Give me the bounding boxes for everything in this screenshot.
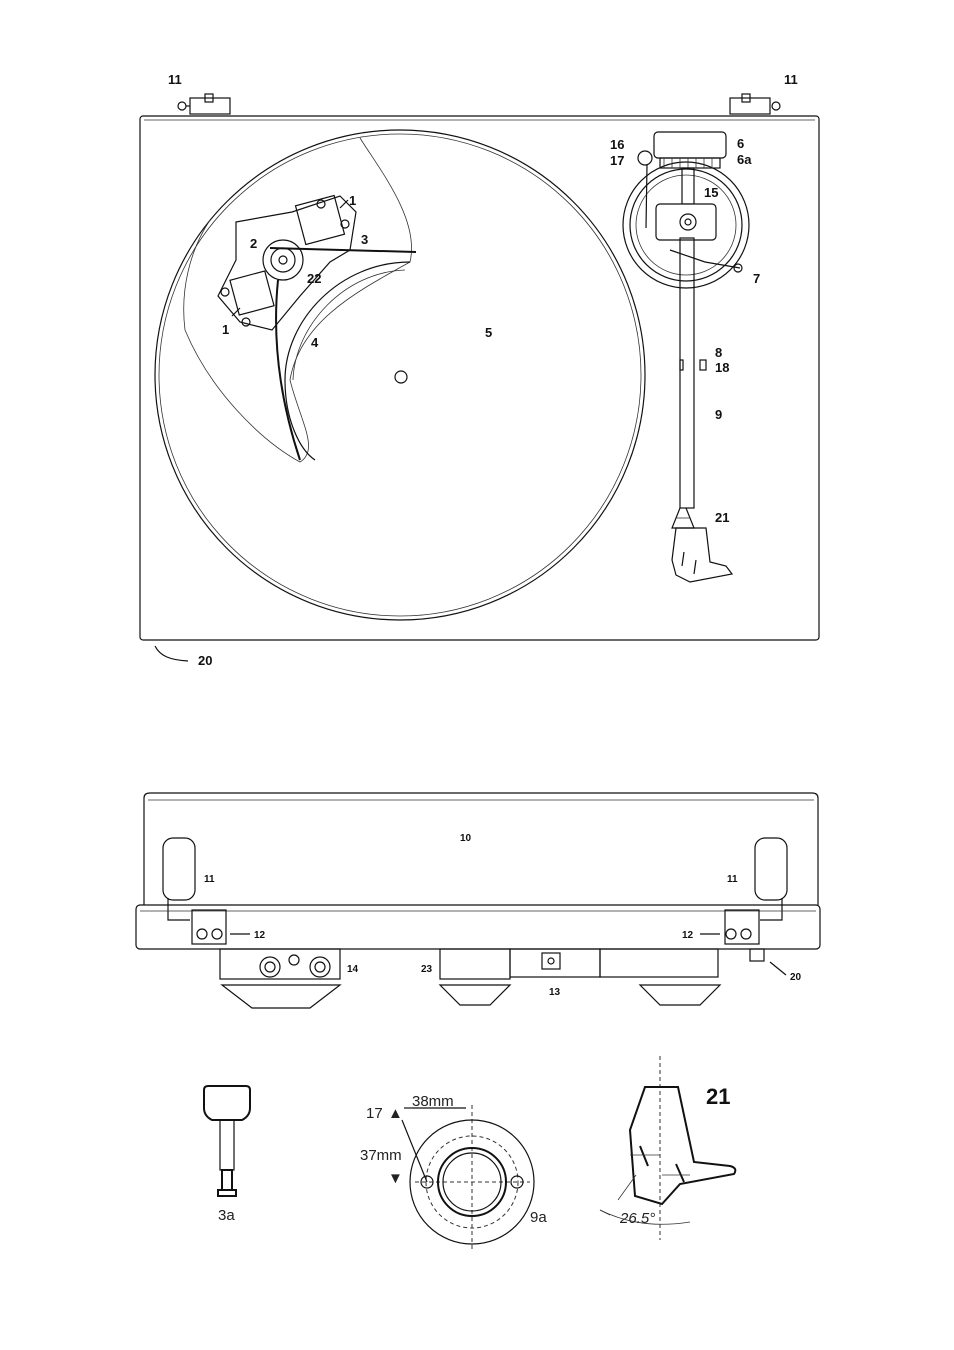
label-3a: 3a	[218, 1207, 235, 1224]
label-20: 20	[198, 653, 212, 668]
belt-tool-detail: 3a	[204, 1086, 250, 1224]
headshell-detail: 21 26.5°	[600, 1056, 735, 1240]
label-11-left: 11	[168, 72, 182, 87]
label-23: 23	[421, 964, 433, 975]
label-6: 6	[737, 136, 744, 151]
counterweight	[654, 132, 726, 158]
label-22: 22	[307, 271, 321, 286]
label-11-right: 11	[784, 72, 798, 87]
label-16: 16	[610, 137, 624, 152]
arrow-20	[155, 646, 188, 661]
arrow-down-glyph: ▼	[388, 1170, 403, 1187]
dust-cover	[144, 793, 818, 905]
label-12-left: 12	[254, 930, 266, 941]
label-9a: 9a	[530, 1209, 547, 1226]
cutaway-region	[184, 138, 412, 462]
pulley	[263, 240, 303, 280]
mounting-template-detail: 17 ▲ 38mm 37mm ▼ 9a	[360, 1093, 547, 1250]
hinge-left	[178, 94, 230, 114]
label-10: 10	[460, 833, 472, 844]
label-2: 2	[250, 236, 257, 251]
label-11-rear-right: 11	[727, 874, 738, 885]
label-4: 4	[311, 335, 319, 350]
arrow-up-glyph: ▲	[388, 1105, 403, 1122]
label-11-rear-left: 11	[204, 874, 215, 885]
spindle	[395, 371, 407, 383]
label-12-right: 12	[682, 930, 694, 941]
label-6a: 6a	[737, 152, 752, 167]
label-3: 3	[361, 232, 368, 247]
headshell	[672, 528, 732, 582]
label-7: 7	[753, 271, 760, 286]
rear-plinth	[136, 905, 820, 949]
belt	[270, 248, 416, 460]
tonearm-base	[623, 132, 749, 288]
tonearm	[672, 238, 732, 582]
label-1-top: 1	[349, 193, 356, 208]
label-37mm: 37mm	[360, 1147, 402, 1164]
label-21: 21	[715, 510, 729, 525]
top-view: 11 11 1 1 2 3 22 4 5 16 17 6 6a 15 7 8 1…	[140, 72, 819, 668]
label-38mm: 38mm	[412, 1093, 454, 1110]
label-9: 9	[715, 407, 722, 422]
label-15: 15	[704, 185, 718, 200]
label-17-template: 17	[366, 1105, 383, 1122]
label-18: 18	[715, 360, 729, 375]
label-14: 14	[347, 964, 359, 975]
rear-view: 10 11 11 12 12 14 23 13 20	[136, 793, 820, 1008]
label-5: 5	[485, 325, 492, 340]
label-20-rear: 20	[790, 972, 802, 983]
hinge-right	[730, 94, 780, 114]
label-17: 17	[610, 153, 624, 168]
label-1-bottom: 1	[222, 322, 229, 337]
label-13: 13	[549, 987, 561, 998]
motor-assembly	[218, 196, 416, 460]
label-8: 8	[715, 345, 722, 360]
label-21-detail: 21	[706, 1084, 730, 1109]
label-angle: 26.5°	[619, 1210, 655, 1227]
